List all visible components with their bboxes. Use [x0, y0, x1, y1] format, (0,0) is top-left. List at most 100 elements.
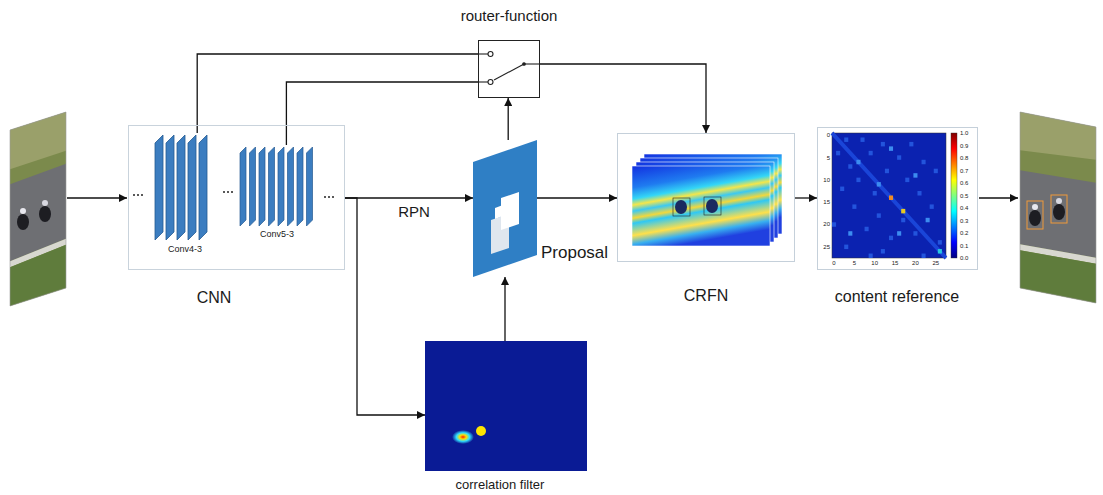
illustration-part [42, 200, 48, 206]
illustration-part [632, 166, 770, 246]
illustration-part [938, 240, 942, 244]
illustration-part [934, 169, 938, 173]
illustration-part [673, 198, 690, 216]
panel-figure [495, 205, 503, 219]
illustration-part [1018, 110, 1098, 160]
illustration-part [1029, 210, 1041, 226]
tick-label: 0.9 [960, 142, 968, 149]
illustration-part [259, 147, 265, 226]
illustration-part [881, 142, 885, 146]
illustration-part [930, 204, 934, 208]
illustration-part [860, 137, 864, 141]
connector [345, 197, 473, 198]
illustration-part [901, 209, 905, 213]
tick-label: 15 [892, 260, 899, 267]
illustration-part [478, 81, 488, 82]
tick-label: 25 [823, 244, 830, 251]
illustration-part [1051, 195, 1067, 223]
tick-label: 0 [832, 260, 835, 267]
tick-label: 0.0 [960, 255, 968, 262]
node-label: Conv5-3 [260, 229, 294, 239]
illustration-part [199, 135, 207, 240]
illustration-part [938, 249, 942, 253]
illustration-part [1027, 201, 1043, 229]
illustration-part [324, 196, 326, 198]
illustration-part [155, 135, 163, 240]
node-label: correlation filter [456, 478, 545, 493]
input-arrow [67, 197, 127, 198]
illustration-part [8, 244, 68, 310]
illustration-part [494, 64, 524, 80]
illustration-part [926, 218, 930, 222]
illustration-part [848, 146, 929, 235]
response-map [425, 341, 587, 471]
illustration-part [889, 146, 893, 150]
tick-label: 5 [853, 260, 856, 267]
illustration-part [913, 231, 917, 235]
tick-label: 25 [932, 260, 939, 267]
tick-label: 0 [827, 132, 830, 139]
illustration-part [706, 199, 718, 213]
illustration-part [889, 236, 893, 240]
illustration-part [856, 160, 860, 164]
illustration-part [885, 169, 889, 173]
illustration-part [478, 53, 488, 54]
illustration-part [17, 214, 29, 230]
panel-figure [501, 192, 519, 230]
illustration-part [133, 194, 135, 196]
illustration-part [488, 52, 493, 57]
tick-label: 0.5 [960, 192, 968, 199]
tick-label: 1.0 [960, 130, 968, 137]
illustration-part [141, 194, 143, 196]
illustration-part [840, 187, 844, 191]
output-photo [1018, 110, 1098, 310]
router-switch: router-function [478, 40, 540, 98]
illustration-part [951, 133, 957, 258]
tick-label: 0.8 [960, 155, 968, 162]
illustration-part [901, 218, 905, 222]
similarity-matrix [832, 133, 957, 258]
illustration-part [856, 178, 860, 182]
illustration-part [231, 191, 233, 193]
illustration-part [297, 147, 303, 226]
illustration-part [39, 206, 51, 222]
switch-symbol [478, 52, 540, 85]
node-label: content reference [835, 288, 960, 306]
illustration-part [869, 254, 873, 258]
illustration-part [877, 182, 881, 186]
illustration-part [332, 196, 334, 198]
reference-box: content reference [817, 127, 978, 270]
node-label: router-function [461, 7, 558, 24]
illustration-part [307, 147, 313, 226]
tick-label: 10 [871, 260, 878, 267]
illustration-part [177, 135, 185, 240]
cnn-box: CNNConv4-3Conv5-3 [128, 125, 345, 270]
illustration-part [675, 200, 687, 214]
illustration-part [1053, 204, 1065, 220]
filter-map: correlation filter [425, 341, 587, 471]
connector [286, 82, 478, 145]
illustration-part [848, 164, 852, 168]
conv-layer: Conv4-3 [153, 133, 218, 241]
illustration-part [844, 137, 848, 141]
illustration-part [832, 137, 942, 258]
illustration-part [523, 63, 526, 66]
illustration-part [188, 135, 196, 240]
illustration-part [889, 195, 893, 199]
output-arrow [979, 197, 1018, 198]
conv-stack [155, 135, 207, 240]
input-photo [8, 110, 68, 310]
panel-shape [473, 140, 537, 277]
illustration-part [844, 245, 848, 249]
connector [504, 277, 505, 341]
illustration-part [865, 227, 869, 231]
conv-stack [240, 147, 313, 226]
photo-frame [1020, 112, 1096, 303]
feature-maps [632, 154, 782, 246]
illustration-part [881, 249, 885, 253]
connector [197, 54, 478, 133]
illustration-part [832, 133, 946, 258]
illustration-part [836, 151, 840, 155]
node-label: CRFN [684, 287, 728, 305]
illustration-part [8, 110, 68, 170]
